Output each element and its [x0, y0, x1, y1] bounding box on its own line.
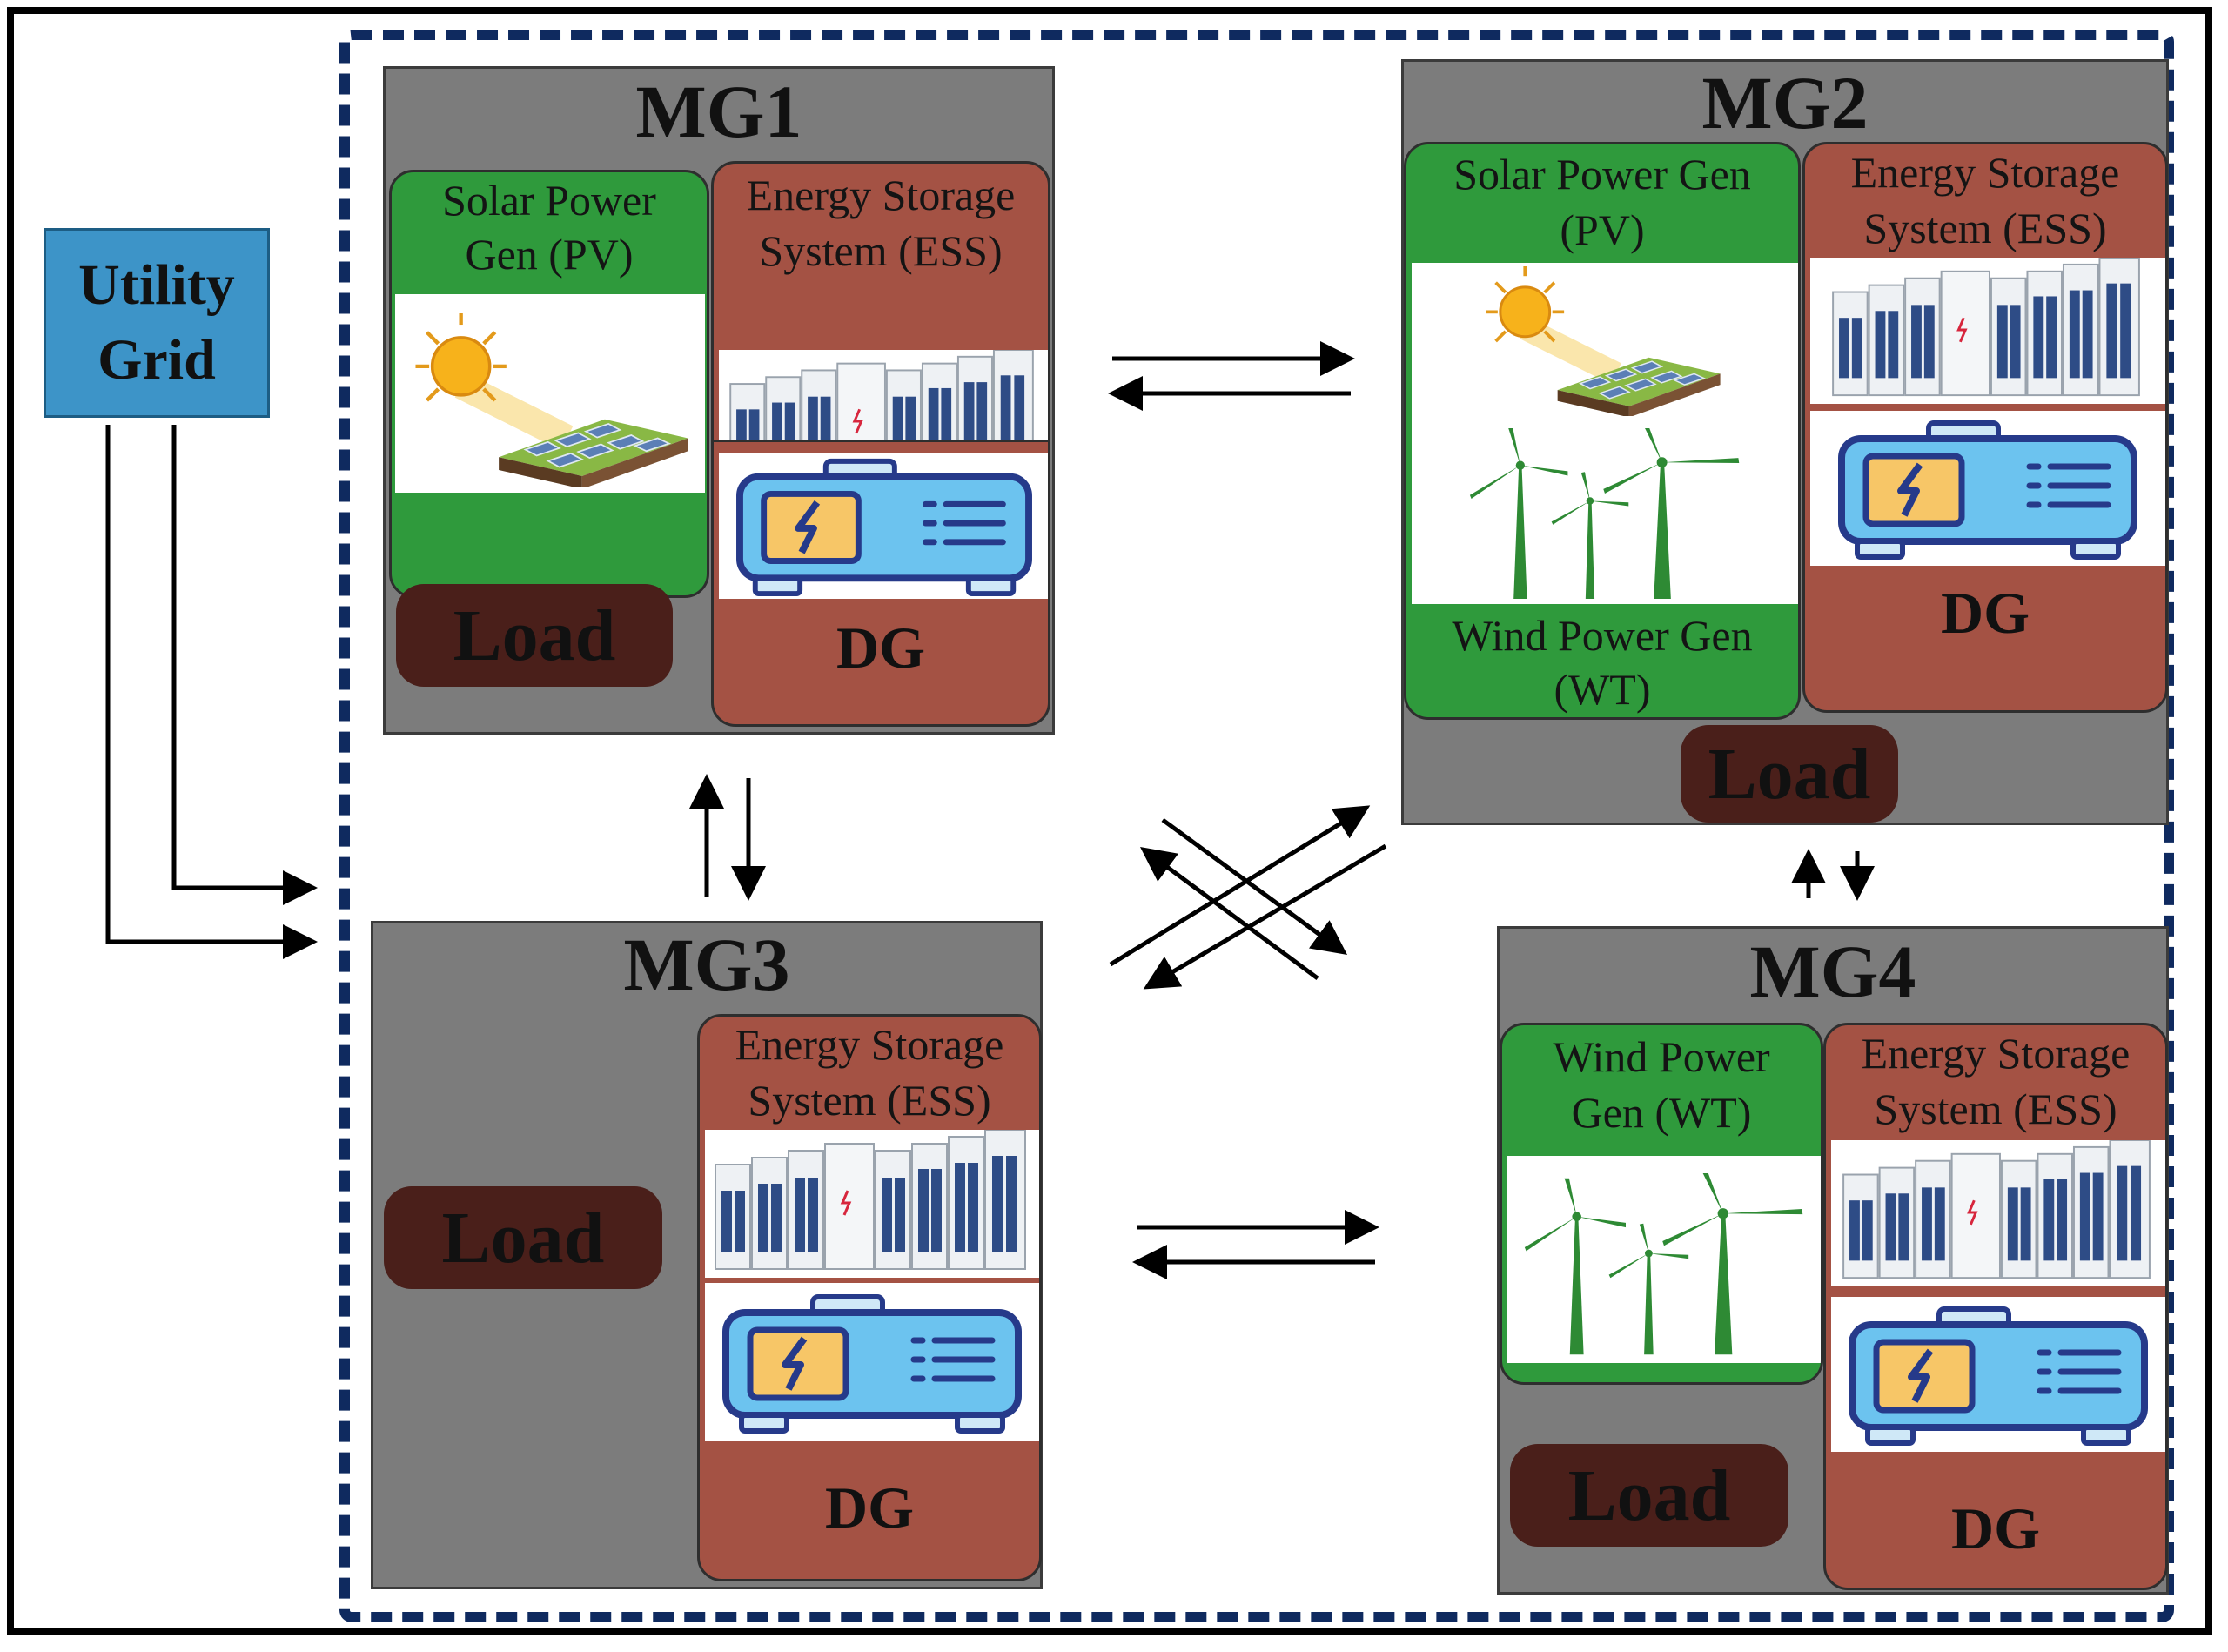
- mg3-ess-image-area: [705, 1130, 1039, 1278]
- mg4-dg-image-area: [1831, 1297, 2165, 1452]
- mg1-load: Load: [396, 584, 673, 687]
- grid-link-upper: [171, 425, 318, 905]
- generator-icon: [1831, 414, 2144, 562]
- battery-rack-icon: [1833, 1140, 2164, 1286]
- mg3-dg-image-area: [705, 1283, 1039, 1441]
- mg2-wind-label-1: Wind Power Gen: [1452, 611, 1753, 660]
- mg2-title: MG2: [1701, 61, 1869, 144]
- mg2-solar-label-1: Solar Power Gen: [1453, 150, 1751, 198]
- mg1-dg-label: DG: [836, 614, 925, 681]
- mg4-wind-label-1: Wind Power: [1553, 1032, 1770, 1081]
- arrow-mg1-to-mg4: [1161, 817, 1348, 955]
- arrow-mg4-to-mg1: [1139, 847, 1319, 981]
- generator-icon: [1842, 1300, 2155, 1448]
- mg2-dg-image-area: [1810, 411, 2165, 566]
- mg4-title: MG4: [1749, 930, 1916, 1013]
- mg1-title: MG1: [635, 70, 802, 153]
- mg3-dg-label: DG: [825, 1474, 914, 1541]
- microgrid-mg4: MG4 Wind Power Gen (WT) Energy Storage S…: [1497, 926, 2169, 1595]
- mg1-solar-image-area: [395, 294, 705, 493]
- generator-icon: [728, 453, 1041, 599]
- utility-grid-label-line2: Grid: [97, 328, 216, 392]
- battery-rack-icon: [1822, 258, 2153, 404]
- solar-panel-icon: [404, 313, 700, 487]
- mg2-solar-image-area: [1412, 263, 1798, 420]
- mg4-wind-label-2: Gen (WT): [1571, 1088, 1752, 1137]
- mg2-ess-label-1: Energy Storage: [1850, 148, 2120, 197]
- generator-icon: [715, 1288, 1029, 1436]
- mg1-ess-label-1: Energy Storage: [746, 171, 1016, 219]
- utility-grid-label-line1: Utility: [78, 253, 235, 317]
- mg4-ess-image-area: [1831, 1140, 2165, 1286]
- mg3-ess-label-1: Energy Storage: [735, 1020, 1004, 1069]
- mg2-ess-label-2: System (ESS): [1863, 204, 2107, 252]
- grid-link-lower: [105, 425, 318, 959]
- mg4-wind-card: Wind Power Gen (WT): [1500, 1023, 1823, 1385]
- mg1-solar-card: Solar Power Gen (PV): [389, 170, 709, 598]
- wind-turbine-icon: [1511, 1173, 1817, 1360]
- mg1-solar-label-2: Gen (PV): [465, 230, 634, 279]
- mg4-ess-card: Energy Storage System (ESS) DG: [1823, 1023, 2168, 1590]
- mg1-dg-card: DG: [711, 440, 1050, 727]
- mg1-ess-label-2: System (ESS): [759, 226, 1003, 275]
- mg2-dg-label: DG: [1941, 580, 2030, 646]
- arrow-mg3-to-mg2: [1109, 805, 1371, 967]
- mg4-load: Load: [1510, 1444, 1788, 1547]
- mg3-load: Load: [384, 1186, 662, 1289]
- mg2-generation-card: Solar Power Gen (PV) Wind Power Gen (WT): [1404, 142, 1801, 720]
- wind-turbine-icon: [1431, 428, 1779, 599]
- solar-panel-icon: [1446, 266, 1760, 416]
- utility-grid-block: Utility Grid: [44, 228, 270, 418]
- microgrid-mg1: MG1 Solar Power Gen (PV) Energy Storage …: [383, 66, 1055, 735]
- mg2-solar-label-2: (PV): [1560, 205, 1645, 254]
- mg2-ess-card: Energy Storage System (ESS) DG: [1802, 142, 2168, 713]
- outer-frame: [7, 7, 2212, 1635]
- microgrid-mg2: MG2 Solar Power Gen (PV) Wind Power Gen …: [1401, 59, 2169, 825]
- mg4-wind-image-area: [1507, 1156, 1821, 1363]
- mg2-wind-label-2: (WT): [1554, 665, 1651, 714]
- mg2-load: Load: [1681, 725, 1898, 823]
- mg2-wind-image-area: [1412, 420, 1798, 604]
- mg4-ess-label-2: System (ESS): [1874, 1085, 2117, 1133]
- mg1-solar-label-1: Solar Power: [442, 176, 656, 225]
- mg3-ess-label-2: System (ESS): [748, 1076, 991, 1125]
- mg4-dg-label: DG: [1951, 1495, 2040, 1561]
- arrow-mg2-to-mg3: [1143, 843, 1387, 990]
- battery-rack-icon: [707, 1130, 1037, 1278]
- mg4-ess-label-1: Energy Storage: [1861, 1029, 2131, 1078]
- mg2-ess-image-area: [1810, 258, 2165, 404]
- mg1-dg-image-area: [719, 453, 1048, 599]
- mg3-title: MG3: [623, 923, 790, 1006]
- mg3-ess-card: Energy Storage System (ESS) DG: [697, 1014, 1042, 1581]
- microgrid-mg3: MG3 Energy Storage System (ESS) DG Load: [371, 921, 1043, 1589]
